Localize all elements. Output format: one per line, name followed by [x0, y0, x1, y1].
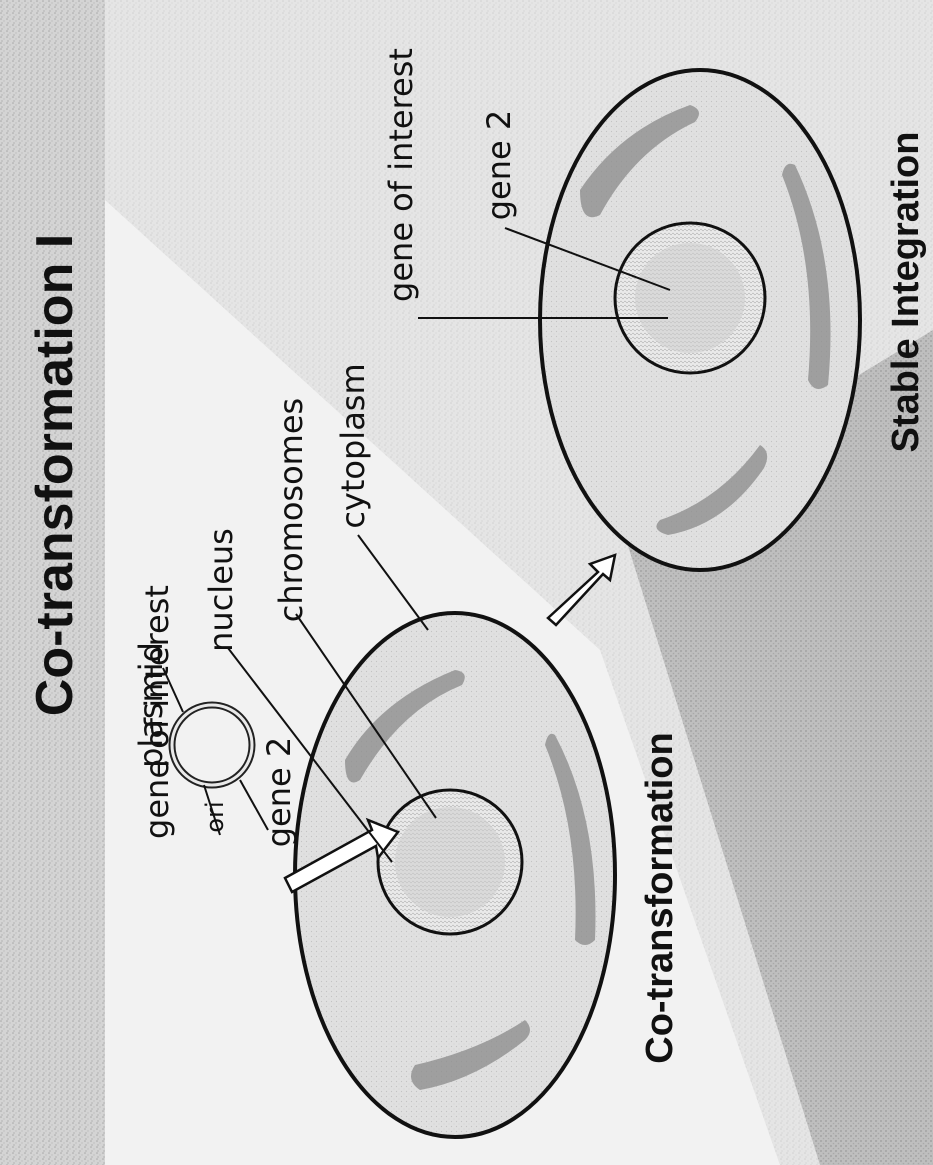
label-nucleus: nucleus — [202, 528, 240, 652]
diagram-title: Co-transformation I — [26, 234, 84, 716]
right-chromosomes — [635, 243, 745, 353]
label-cytoplasm: cytoplasm — [334, 363, 372, 528]
label-ori: ori — [201, 801, 229, 832]
label-gene2-right: gene 2 — [480, 110, 518, 221]
caption-co-transformation: Co-transformation — [639, 732, 681, 1063]
caption-stable-integration: Stable Integration — [885, 132, 927, 453]
label-chromosomes: chromosomes — [272, 398, 310, 622]
label-gene2-left: gene 2 — [260, 737, 298, 848]
left-chromosomes — [395, 807, 505, 917]
label-gene-of-interest-left: gene of interest — [138, 585, 176, 839]
label-gene-of-interest-right: gene of interest — [382, 48, 420, 302]
